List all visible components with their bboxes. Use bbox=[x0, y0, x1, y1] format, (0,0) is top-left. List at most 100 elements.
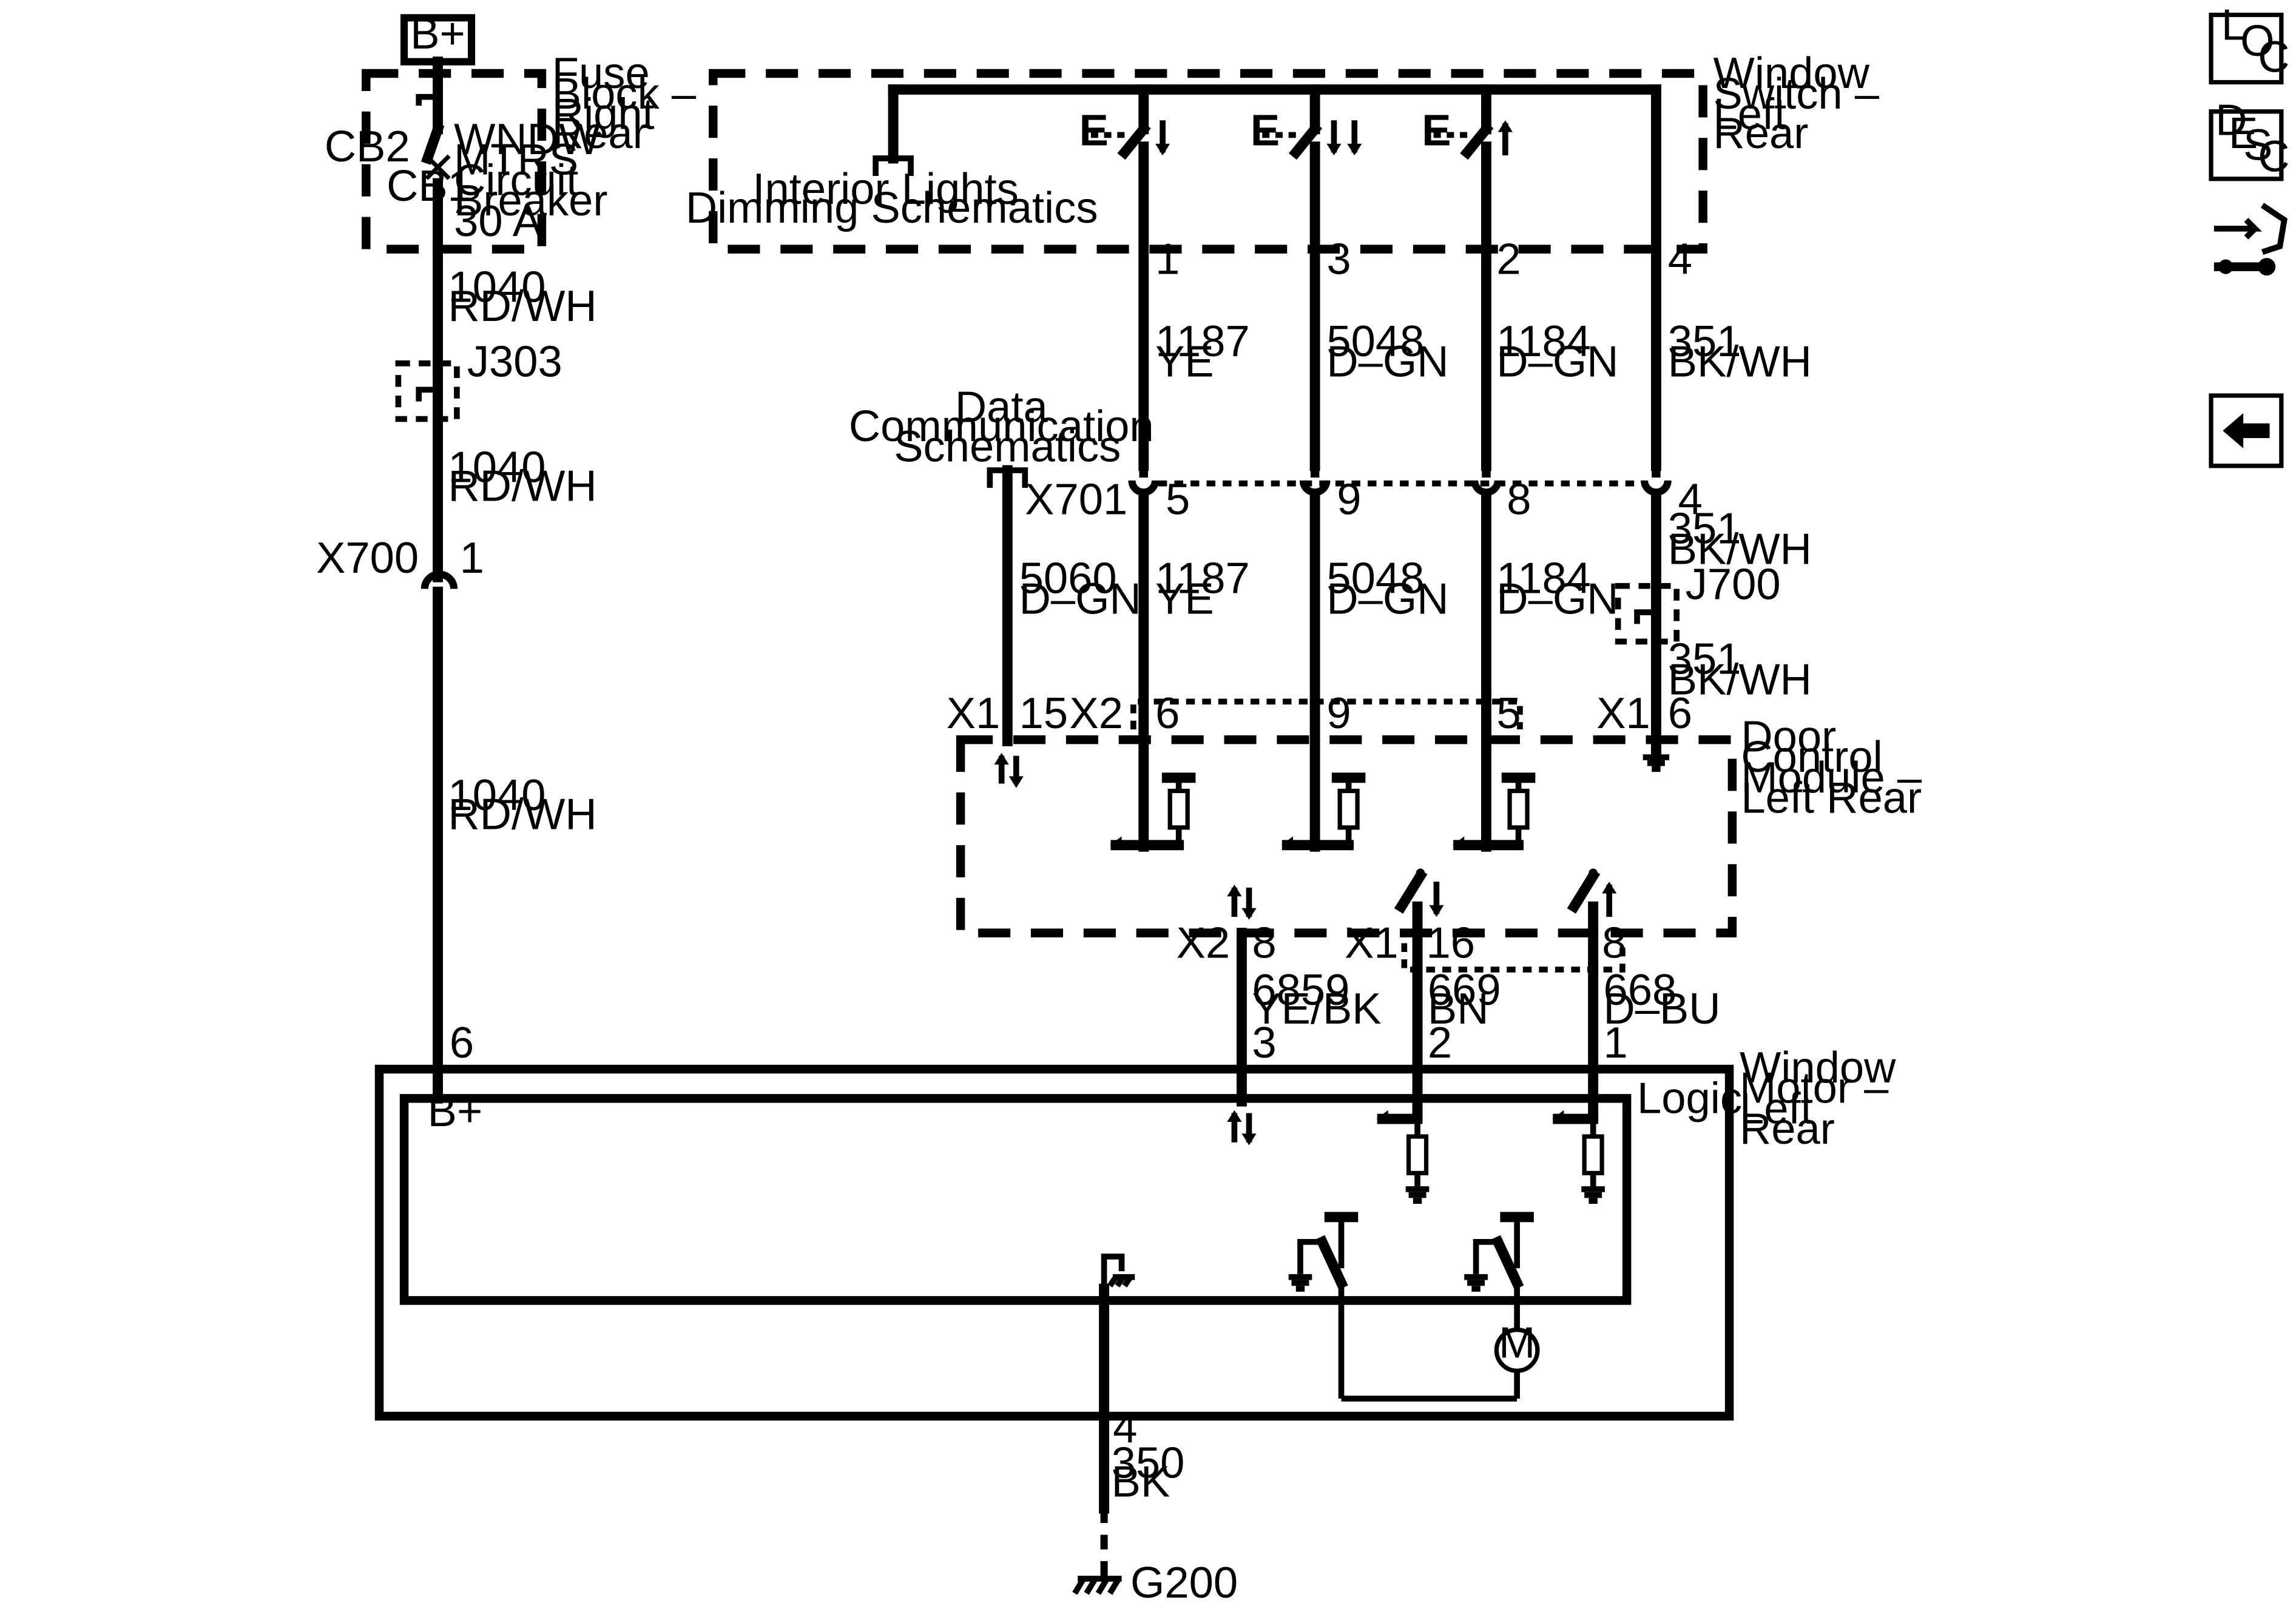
motor-bplus-label: B+ bbox=[428, 1087, 483, 1136]
electric-actuator-mark: E bbox=[1251, 106, 1280, 155]
j700-label: J700 bbox=[1686, 559, 1781, 609]
cb2-label: CB2 bbox=[325, 122, 410, 171]
wire-6859-label: 6859YE/BK bbox=[1252, 965, 1381, 1033]
ground-g200: 4 350BK G200 bbox=[1072, 1283, 1238, 1607]
x701-pin-8: 8 bbox=[1507, 474, 1531, 524]
data-comm-label: Data Communication Schematics bbox=[849, 382, 1166, 471]
input-circuit-5048 bbox=[1281, 772, 1366, 851]
g200-label: G200 bbox=[1130, 1558, 1238, 1607]
switch-up: E bbox=[1422, 84, 1513, 471]
connector-repair-icon[interactable] bbox=[2213, 203, 2288, 276]
window-motor-title: Window Motor – Left Rear bbox=[1740, 1043, 1908, 1153]
x2-top-pin-6: 6 bbox=[1155, 689, 1180, 738]
input-circuit-1187 bbox=[1110, 772, 1196, 851]
x1-top-label: X1 bbox=[947, 689, 1001, 738]
wire-1040-label-c: 1040 RD/WH bbox=[448, 771, 596, 839]
bplus-label: B+ bbox=[410, 9, 465, 58]
switch-pin-1: 1 bbox=[1155, 235, 1180, 284]
data-communication-ref: Data Communication Schematics 5060D–GN bbox=[849, 382, 1166, 746]
splice-j700: J700 bbox=[1615, 559, 1781, 645]
x2-bottom-pin-8: 8 bbox=[1252, 919, 1276, 968]
fuse-block-title: Fuse Block – Right Rear bbox=[552, 49, 708, 158]
x700-pin: 1 bbox=[460, 533, 484, 582]
motor-input-668 bbox=[1552, 1110, 1605, 1204]
motor-pin-1: 1 bbox=[1604, 1018, 1628, 1067]
x701-wire-5048-label: 5048D–GN bbox=[1326, 554, 1448, 624]
back-button[interactable] bbox=[2209, 393, 2284, 468]
x1-bottom-pin-16: 16 bbox=[1427, 919, 1476, 968]
location-button[interactable]: L O C bbox=[2209, 1, 2290, 85]
wire-5060-label: 5060D–GN bbox=[1019, 554, 1141, 624]
x1-top-b-pin-6: 6 bbox=[1668, 689, 1692, 738]
desc-letter-s: S bbox=[2243, 120, 2272, 169]
wire-351-label-b: 351BK/WH bbox=[1668, 634, 1812, 704]
x2-bottom-label: X2 bbox=[1177, 919, 1231, 968]
x1-top-pin-15: 15 bbox=[1019, 689, 1069, 738]
x701-pin-5: 5 bbox=[1166, 474, 1190, 524]
interior-lights-ref: Interior Lights Dimming Schematics bbox=[686, 164, 1098, 232]
bidirectional-data-icon bbox=[994, 752, 1024, 788]
door-module-title: Door Control Module – Left Rear bbox=[1741, 712, 1934, 822]
wire-1187-label: 1187YE bbox=[1155, 317, 1250, 387]
connector-x701: X701 5 9 8 4 bbox=[1025, 462, 1703, 524]
electric-actuator-mark: E bbox=[1079, 106, 1109, 155]
switch-pin-4: 4 bbox=[1668, 235, 1692, 284]
switch-down: E bbox=[1251, 84, 1362, 471]
arrow-left-icon bbox=[2223, 413, 2270, 448]
motor-icon: M bbox=[1341, 1318, 1540, 1402]
motor-relay-left bbox=[1288, 1212, 1359, 1399]
x701-wire-1187-label: 1187YE bbox=[1155, 554, 1250, 624]
loc-letter-l: L bbox=[2221, 1, 2246, 50]
description-button[interactable]: D E S C bbox=[2209, 95, 2290, 181]
x1-bottom-pin-8: 8 bbox=[1602, 919, 1626, 968]
cb1-label: CB1 bbox=[387, 161, 472, 211]
wire-351-label: 351BK/WH bbox=[1668, 317, 1812, 387]
loc-letter-c: C bbox=[2258, 33, 2289, 82]
relay-switch-up bbox=[1567, 868, 1617, 972]
bidirectional-data-icon-bottom bbox=[1227, 884, 1257, 920]
wire-669-label: 669BN bbox=[1428, 965, 1501, 1033]
switch-express-down: E bbox=[1079, 84, 1170, 471]
switch-pin-3: 3 bbox=[1326, 235, 1351, 284]
x2-top-label: X2 bbox=[1069, 689, 1123, 738]
door-control-module-left-rear: Door Control Module – Left Rear X1 15 X2… bbox=[947, 689, 1934, 973]
fuse-block-right-rear: Fuse Block – Right Rear CB2 CB1 ✕ WNDW M… bbox=[325, 49, 708, 255]
x701-wire-1184-label: 1184D–GN bbox=[1496, 554, 1618, 624]
loc-letter-o: O bbox=[2240, 16, 2274, 66]
window-switch-title: Window Switch – Left Rear bbox=[1714, 49, 1892, 158]
motor-relay-right bbox=[1464, 1212, 1534, 1330]
switch-pin-2: 2 bbox=[1496, 235, 1521, 284]
motor-label: M bbox=[1499, 1318, 1535, 1367]
wire-668-label: 668D–BU bbox=[1604, 965, 1721, 1033]
x2-top-pin-5: 5 bbox=[1496, 689, 1521, 738]
relay-switch-down bbox=[1394, 868, 1444, 972]
input-circuit-1184 bbox=[1452, 772, 1536, 851]
x701-label: X701 bbox=[1025, 474, 1127, 524]
x700-label: X700 bbox=[316, 533, 419, 582]
desc-letter-d: D bbox=[2215, 95, 2247, 144]
x1-top-b-label: X1 bbox=[1596, 689, 1650, 738]
x1-bottom-label: X1 bbox=[1345, 919, 1399, 968]
window-motor-left-rear: Window Motor – Left Rear Logic 6 3 2 1 B… bbox=[374, 1018, 1908, 1421]
circuit-1040: 1040 RD/WH J303 1040 RD/WH X700 1 1040 R… bbox=[316, 244, 597, 1104]
ground-pin-4: 4 bbox=[1113, 1403, 1137, 1452]
bidirectional-data-icon-motor bbox=[1227, 1110, 1257, 1146]
electric-actuator-mark: E bbox=[1422, 106, 1451, 155]
ground-icon bbox=[1643, 736, 1670, 772]
chassis-ground-icon bbox=[1101, 1254, 1135, 1289]
breaker-description: WNDW MTRS Circuit Breaker 30 A bbox=[454, 115, 620, 246]
wire-1184-label: 1184D–GN bbox=[1496, 317, 1618, 387]
motor-pin-3: 3 bbox=[1252, 1018, 1276, 1067]
motor-pin-6: 6 bbox=[450, 1018, 474, 1067]
wire-351-label-a: 351BK/WH bbox=[1668, 504, 1812, 574]
wire-5048-label: 5048D–GN bbox=[1326, 317, 1448, 387]
window-switch-left-rear: Window Switch – Left Rear Interior Light… bbox=[686, 49, 1892, 471]
x701-pin-4: 4 bbox=[1678, 474, 1703, 524]
logic-label: Logic bbox=[1637, 1073, 1742, 1122]
battery-positive-block: B+ bbox=[400, 9, 476, 66]
desc-letter-e: E bbox=[2229, 109, 2258, 158]
desc-letter-c: C bbox=[2258, 132, 2289, 181]
splice-j303: J303 bbox=[467, 337, 562, 387]
wire-350-label: 350BK bbox=[1112, 1438, 1185, 1506]
